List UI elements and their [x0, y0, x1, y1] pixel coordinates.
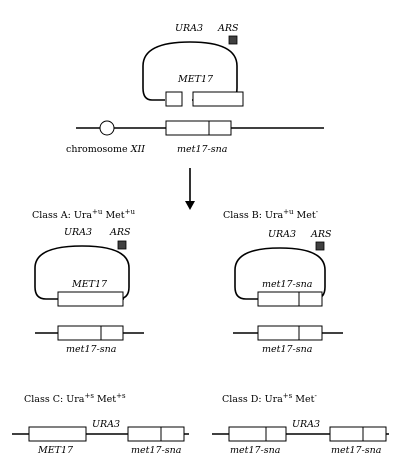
plasmid-gene-fragment-right: [192, 91, 244, 107]
class-b-ars: ARS: [310, 229, 332, 240]
class-b-ars-marker: [315, 241, 325, 251]
class-a-chrom-gene-label: met17-sna: [66, 344, 117, 355]
class-a-heading: Class A: Ura+u Met+u: [32, 208, 135, 221]
class-a-plasmid-gene-label: MET17: [71, 279, 108, 290]
class-c-left-gene-label: MET17: [37, 445, 74, 456]
chromosome-label-text: chromosome XII: [66, 144, 145, 155]
class-c-right-gene: [127, 426, 185, 442]
centromere-circle: [99, 120, 115, 136]
class-b: Class B: Ura+u Met- URA3 ARS met17-sna m…: [223, 208, 343, 355]
top-ars-label: ARS: [217, 23, 239, 34]
class-b-ura3: URA3: [268, 229, 296, 240]
down-arrow: [185, 168, 195, 210]
top-plasmid: URA3 ARS MET17: [142, 23, 244, 107]
chromosome-gene-label: met17-sna: [177, 144, 228, 155]
class-d-right-gene: [329, 426, 387, 442]
top-met17-label: MET17: [177, 74, 214, 85]
class-a-chrom-gene: [57, 325, 124, 341]
chromosome-gene-box: [165, 120, 232, 136]
class-c-ura3: URA3: [92, 419, 120, 430]
class-b-plasmid-gene: [257, 291, 323, 307]
class-d-left-gene-label: met17-sna: [230, 445, 281, 456]
class-b-chrom-gene: [257, 325, 323, 341]
plasmid-gene-fragment-left: [165, 91, 183, 107]
class-a-plasmid-gene: [57, 291, 124, 307]
class-c-heading: Class C: Ura+s Met+s: [24, 392, 126, 405]
class-a: Class A: Ura+u Met+u URA3 ARS MET17 met1…: [32, 208, 144, 355]
class-a-ars-marker: [117, 240, 127, 250]
class-a-ura3: URA3: [64, 227, 92, 238]
class-c: Class C: Ura+s Met+s URA3 MET17 met17-sn…: [12, 392, 189, 456]
top-ura3-label: URA3: [175, 23, 203, 34]
class-d-left-gene: [228, 426, 287, 442]
ars-marker: [228, 35, 238, 45]
class-b-chrom-gene-label: met17-sna: [262, 344, 313, 355]
class-d-heading: Class D: Ura+s Met-: [222, 392, 317, 405]
class-b-heading: Class B: Ura+u Met-: [223, 208, 319, 221]
class-d-right-gene-label: met17-sna: [331, 445, 382, 456]
class-a-ars: ARS: [109, 227, 131, 238]
class-d-ura3: URA3: [292, 419, 320, 430]
class-b-plasmid-gene-label: met17-sna: [262, 279, 313, 290]
class-d: Class D: Ura+s Met- URA3 met17-sna met17…: [212, 392, 389, 456]
class-c-left-gene: [28, 426, 87, 442]
class-c-right-gene-label: met17-sna: [131, 445, 182, 456]
chromosome-xii: chromosome XII met17-sna: [66, 120, 324, 155]
